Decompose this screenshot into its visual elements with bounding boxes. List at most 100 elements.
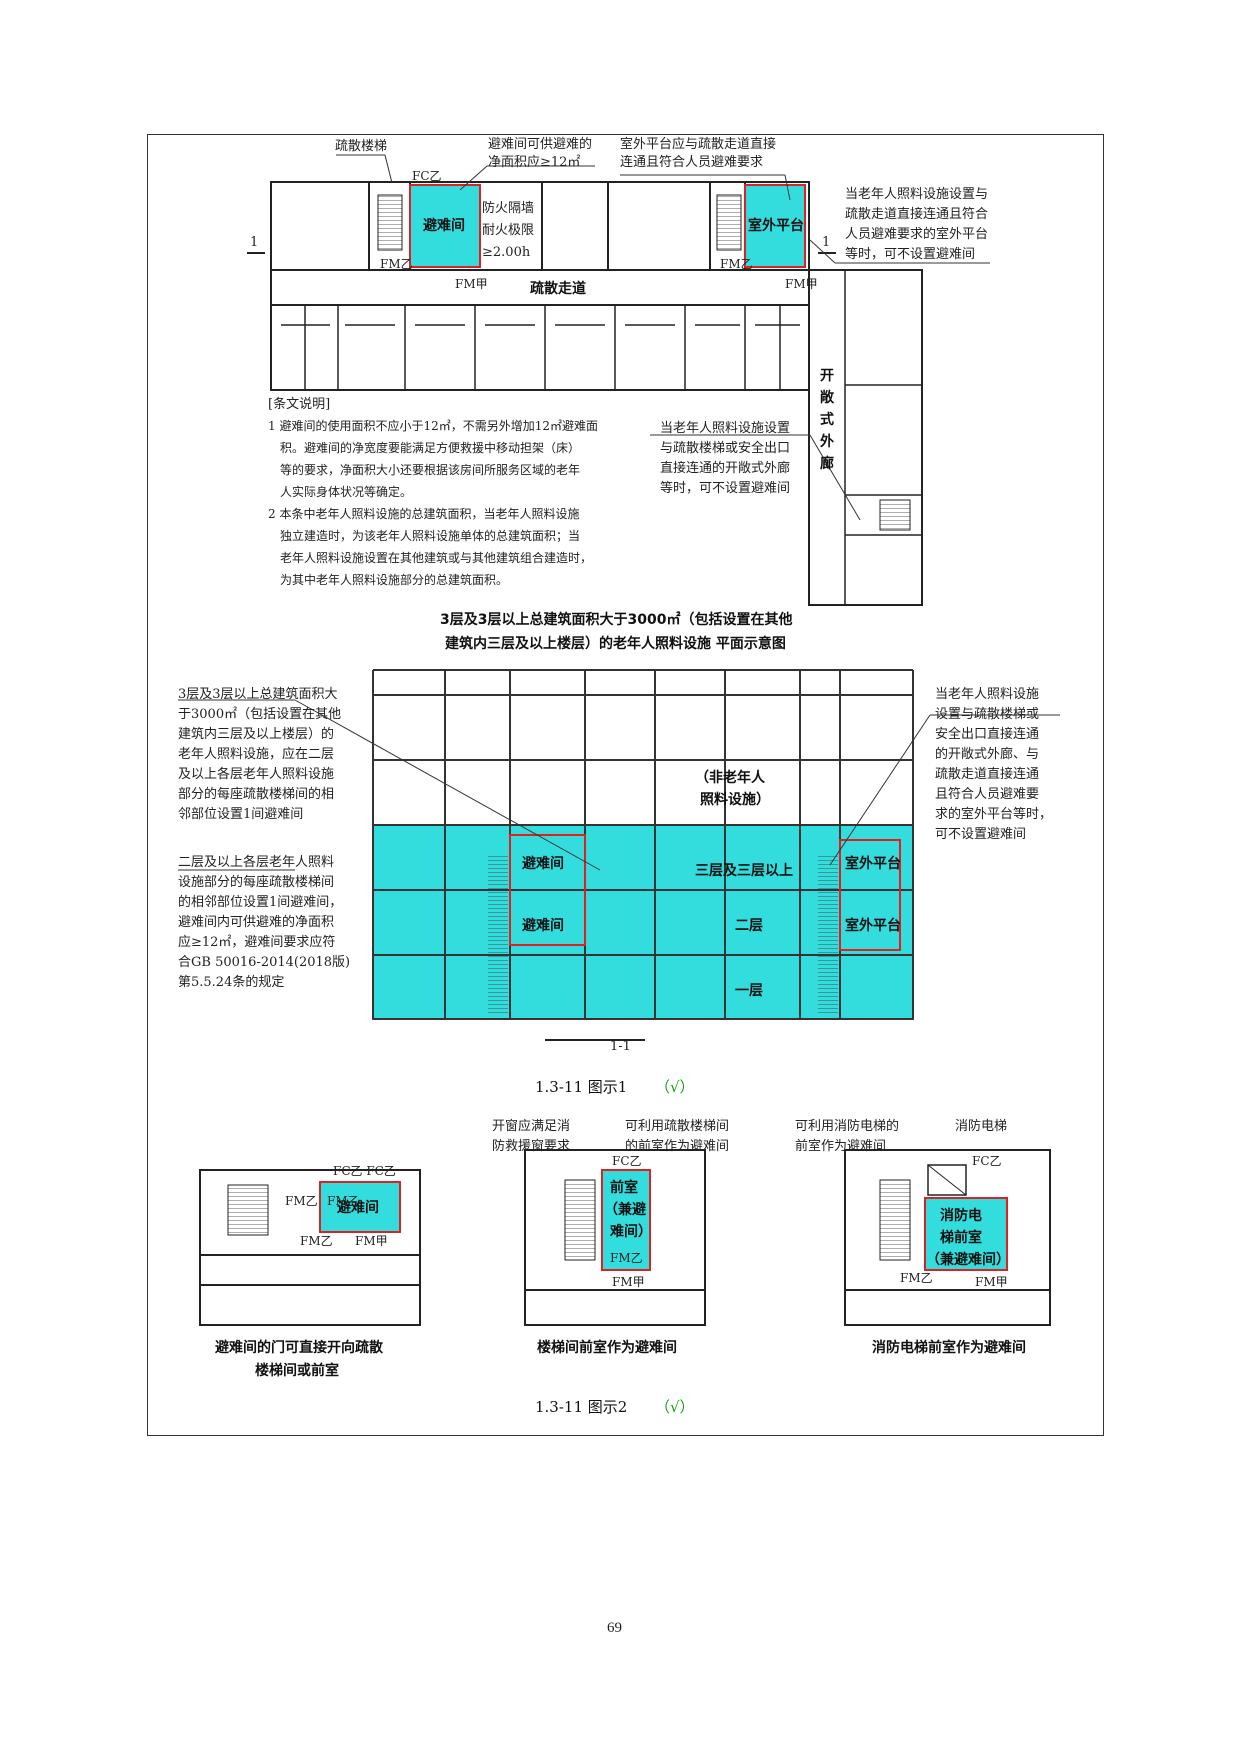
d3-room-3: （兼避难间）	[926, 1251, 1010, 1268]
section-right-note-7: 求的室外平台等时，	[935, 806, 1052, 822]
plan-fm-yi: FM乙	[380, 257, 413, 271]
section-non-elderly-2: 照料设施）	[700, 791, 770, 808]
section-left-note1-6: 部分的每座疏散楼梯间的相	[178, 786, 334, 802]
section-left-note1-3: 建筑内三层及以上楼层）的	[178, 726, 334, 742]
plan-open-corridor-5: 廊	[820, 455, 834, 472]
explain-title: [条文说明]	[268, 396, 330, 412]
section-left-note2-1: 二层及以上各层老年人照料	[178, 854, 334, 870]
d2-fm2: FM甲	[612, 1275, 645, 1289]
section-right-note-3: 安全出口直接连通	[935, 726, 1039, 742]
plan-fm-jia: FM甲	[455, 277, 488, 291]
explain-line-6: 独立建造时，为该老年人照料设施单体的总建筑面积；当	[280, 528, 580, 543]
plan-label-stair: 疏散楼梯	[335, 139, 387, 154]
plan-section-mark-right: 1	[822, 235, 830, 250]
d3-room-1: 消防电	[940, 1207, 982, 1224]
section-non-elderly-1: （非老年人	[695, 769, 766, 786]
section-floor-1: 一层	[735, 983, 763, 999]
d3-note1-2: 前室作为避难间	[795, 1138, 886, 1154]
explain-line-5: 2 本条中老年人照料设施的总建筑面积，当老年人照料设施	[268, 506, 579, 521]
section-right-note-1: 当老年人照料设施	[935, 687, 1039, 702]
plan-label-refuge-area-1: 避难间可供避难的	[488, 136, 592, 152]
plan-title-1: 3层及3层以上总建筑面积大于3000㎡（包括设置在其他	[440, 611, 792, 628]
section-left-note1-7: 邻部位设置1间避难间	[178, 807, 303, 822]
d2-note2-1: 可利用疏散楼梯间	[625, 1119, 729, 1134]
section-floor-2: 二层	[735, 918, 763, 934]
plan-note-platform-1: 当老年人照料设施设置与	[845, 187, 988, 202]
plan-drawing	[247, 154, 990, 606]
section-left-note2-2: 设施部分的每座疏散楼梯间	[178, 874, 334, 890]
plan-note-open-4: 等时，可不设置避难间	[660, 480, 790, 496]
section-platform-1: 室外平台	[845, 855, 901, 872]
section-left-note2-3: 的相邻部位设置1间避难间，	[178, 894, 342, 910]
plan-fc-label: FC乙	[412, 169, 442, 183]
section-right-note-2: 设置与疏散楼梯或	[935, 707, 1039, 722]
section-right-note-6: 且符合人员避难要	[935, 786, 1039, 802]
plan-open-corridor-4: 外	[820, 433, 834, 450]
plan-corridor: 疏散走道	[530, 280, 586, 297]
plan-title-2: 建筑内三层及以上楼层）的老年人照料设施 平面示意图	[445, 635, 786, 652]
plan-label-refuge-area-2: 净面积应≥12㎡	[488, 154, 580, 170]
d3-caption: 消防电梯前室作为避难间	[872, 1339, 1026, 1356]
section-platform-2: 室外平台	[845, 917, 901, 934]
d1-caption-1: 避难间的门可直接开向疏散	[215, 1339, 384, 1356]
figure2-check: （√）	[655, 1398, 695, 1416]
d3-note1-1: 可利用消防电梯的	[795, 1118, 899, 1134]
d2-fm1: FM乙	[610, 1251, 643, 1265]
d3-room-2: 梯前室	[940, 1229, 982, 1246]
plan-outdoor-platform: 室外平台	[748, 217, 804, 234]
plan-open-corridor-3: 式	[820, 411, 834, 428]
plan-note-platform-2: 疏散走道直接连通且符合	[845, 206, 988, 222]
explain-line-1: 1 避难间的使用面积不应小于12㎡，不需另外增加12㎡避难面	[268, 418, 598, 433]
d1-caption-2: 楼梯间或前室	[255, 1362, 339, 1379]
plan-open-corridor-1: 开	[820, 368, 834, 384]
explain-line-3: 等的要求，净面积大小还要根据该房间所服务区域的老年	[280, 462, 580, 477]
d1-room: 避难间	[337, 1199, 379, 1216]
plan-note-open-2: 与疏散楼梯或安全出口	[660, 440, 790, 456]
section-left-note1-5: 及以上各层老年人照料设施	[178, 766, 334, 782]
d3-note2: 消防电梯	[955, 1118, 1007, 1134]
section-refuge-1: 避难间	[522, 855, 564, 872]
figure-frame	[147, 134, 1104, 1436]
plan-note-platform-3: 人员避难要求的室外平台	[845, 226, 988, 242]
d2-room-1: 前室	[610, 1179, 638, 1196]
d2-fc: FC乙	[612, 1154, 642, 1168]
d3-fc: FC乙	[972, 1154, 1002, 1168]
section-left-note2-7: 第5.5.24条的规定	[178, 974, 284, 990]
section-left-note2-4: 避难间内可供避难的净面积	[178, 914, 334, 930]
page-number: 69	[607, 1620, 622, 1636]
plan-firewall-1: 防火隔墙	[482, 200, 534, 216]
d3-fm2: FM甲	[975, 1275, 1008, 1289]
explain-line-8: 为其中老年人照料设施部分的总建筑面积。	[280, 572, 508, 587]
plan-firewall-3: ≥2.00h	[482, 245, 531, 260]
d2-room-3: 难间）	[609, 1223, 652, 1240]
section-left-note2-5: 应≥12㎡，避难间要求应符	[178, 934, 335, 950]
figure2-drawings	[199, 1149, 1051, 1326]
explain-line-7: 老年人照料设施设置在其他建筑或与其他建筑组合建造时，	[280, 550, 592, 565]
figure1-check: （√）	[655, 1078, 695, 1096]
section-left-note1-4: 老年人照料设施，应在二层	[178, 746, 334, 762]
d3-fm1: FM乙	[900, 1271, 933, 1285]
plan-section-mark-left: 1	[250, 235, 258, 250]
section-left-note1-2: 于3000㎡（包括设置在其他	[178, 707, 341, 722]
plan-note-open-1: 当老年人照料设施设置	[660, 421, 790, 436]
figure2-caption: 1.3-11 图示2	[535, 1398, 627, 1416]
section-drawing	[178, 669, 1060, 1041]
plan-refuge-room: 避难间	[423, 217, 465, 234]
section-refuge-2: 避难间	[522, 917, 564, 934]
plan-open-corridor-2: 敞	[820, 389, 835, 406]
d2-room-2: （兼避	[604, 1201, 646, 1218]
d1-fc: FC乙 FC乙	[333, 1164, 396, 1178]
plan-note-platform-4: 等时，可不设置避难间	[845, 246, 975, 262]
d2-note1-2: 防救援窗要求	[492, 1138, 570, 1154]
plan-label-platform-1: 室外平台应与疏散走道直接	[620, 136, 776, 152]
section-label: 1-1	[610, 1039, 631, 1054]
explain-line-2: 积。避难间的净宽度要能满足方便救援中移动担架（床）	[280, 440, 580, 455]
d2-note2-2: 的前室作为避难间	[625, 1138, 729, 1154]
plan-fm-yi-2: FM乙	[720, 257, 753, 271]
plan-firewall-2: 耐火极限	[482, 223, 534, 238]
plan-label-platform-2: 连通且符合人员避难要求	[620, 154, 763, 170]
d2-caption: 楼梯间前室作为避难间	[537, 1339, 677, 1356]
plan-fm-jia-2: FM甲	[785, 277, 818, 291]
d1-fm2: FM乙	[300, 1234, 333, 1248]
